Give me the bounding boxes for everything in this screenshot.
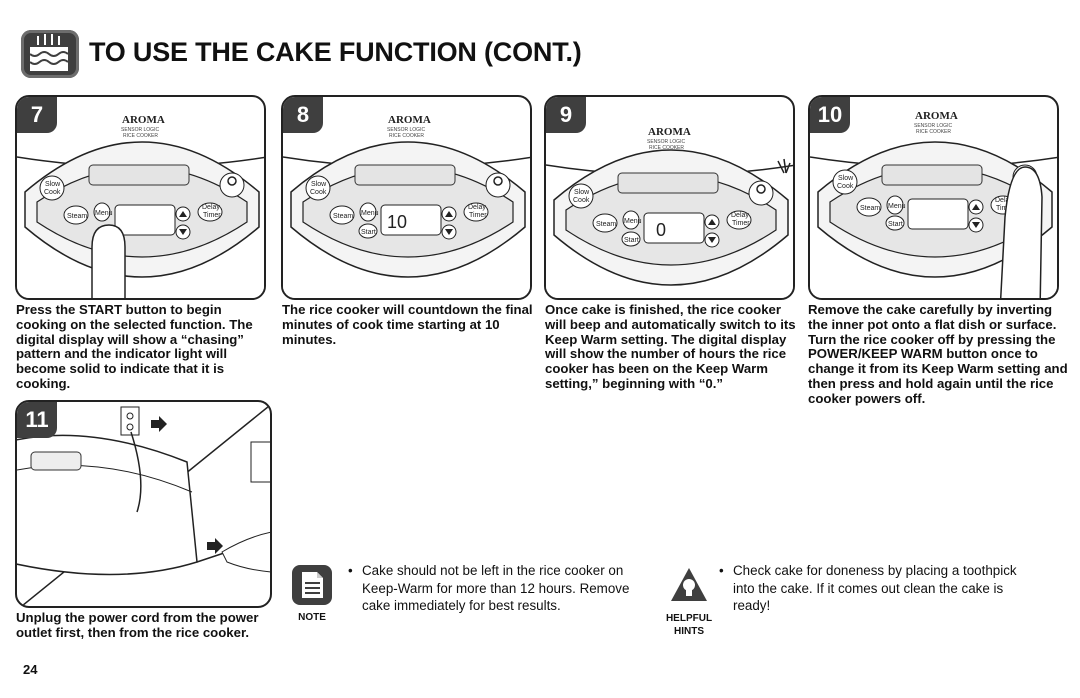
step-number: 7 [17, 97, 57, 133]
svg-text:Delay: Delay [731, 212, 749, 219]
note-caption: NOTE [298, 612, 326, 623]
svg-text:Slow: Slow [311, 181, 327, 188]
svg-text:Slow: Slow [838, 175, 854, 182]
hand-icon [221, 531, 270, 573]
svg-text:Steam: Steam [596, 221, 616, 228]
note-icon [292, 565, 332, 605]
svg-text:Delay: Delay [995, 197, 1013, 204]
step-7-text: Press the START button to begin cooking … [16, 302, 253, 391]
svg-text:Timer: Timer [203, 212, 221, 219]
svg-text:Steam: Steam [333, 213, 353, 220]
slow-cook-label: Slow [45, 181, 61, 188]
svg-text:AROMA: AROMA [388, 114, 431, 126]
arrow-right-icon [151, 416, 167, 432]
hints-text: •Check cake for doneness by placing a to… [719, 563, 1017, 613]
wall-outlet-icon [250, 441, 270, 483]
wall-outlet-icon [120, 406, 140, 436]
step-number: 10 [810, 97, 850, 133]
svg-text:Timer: Timer [996, 205, 1014, 212]
step-10-illustration: Slow Cook Steam Menu Start Delay Timer A… [808, 95, 1059, 300]
svg-text:AROMA: AROMA [915, 110, 958, 122]
svg-text:RICE COOKER: RICE COOKER [649, 145, 684, 151]
svg-text:RICE COOKER: RICE COOKER [123, 133, 158, 139]
svg-text:Slow: Slow [574, 189, 590, 196]
svg-text:Timer: Timer [732, 220, 750, 227]
menu-label: Menu [95, 210, 113, 217]
svg-text:Start: Start [624, 237, 639, 244]
step-9-illustration: Slow Cook Steam Menu Start 0 Delay Timer… [544, 95, 795, 300]
page-title: TO USE THE CAKE FUNCTION (CONT.) [89, 37, 582, 67]
step-11-illustration: 11 [15, 400, 272, 608]
svg-text:Cook: Cook [310, 189, 327, 196]
cake-icon [21, 30, 79, 78]
digital-display: 10 [387, 212, 407, 232]
step-number: 11 [17, 402, 57, 438]
svg-text:Steam: Steam [860, 205, 880, 212]
svg-text:Cook: Cook [837, 183, 854, 190]
svg-text:Menu: Menu [888, 203, 906, 210]
lightbulb-icon [669, 565, 709, 605]
svg-text:AROMA: AROMA [648, 126, 691, 138]
svg-text:SENSOR LOGIC: SENSOR LOGIC [387, 127, 425, 133]
svg-text:RICE COOKER: RICE COOKER [916, 129, 951, 135]
finger-pressing-icon [91, 224, 126, 298]
note-text: •Cake should not be left in the rice coo… [348, 563, 630, 613]
svg-text:0: 0 [656, 220, 666, 240]
svg-text:SENSOR LOGIC: SENSOR LOGIC [647, 139, 685, 145]
step-10-text: Remove the cake carefully by inverting t… [808, 302, 1068, 406]
step-8-text: The rice cooker will countdown the final… [282, 302, 533, 347]
step-7-illustration: Slow Cook Steam Menu Delay Timer AROMA S… [15, 95, 266, 300]
svg-text:Timer: Timer [469, 212, 487, 219]
brand-logo: AROMA [122, 114, 165, 126]
svg-text:Cook: Cook [44, 189, 61, 196]
step-number: 9 [546, 97, 586, 133]
step-11-text: Unplug the power cord from the power out… [16, 610, 259, 640]
svg-text:Start: Start [361, 229, 376, 236]
svg-text:Start: Start [888, 221, 903, 228]
step-8-illustration: Slow Cook Steam Menu Start 10 Delay Time… [281, 95, 532, 300]
steam-label: Steam [67, 213, 87, 220]
delay-timer-label: Delay [202, 204, 220, 211]
step-number: 8 [283, 97, 323, 133]
svg-text:Menu: Menu [361, 210, 379, 217]
svg-text:Cook: Cook [573, 197, 590, 204]
step-9-text: Once cake is finished, the rice cooker w… [545, 302, 796, 391]
svg-text:RICE COOKER: RICE COOKER [389, 133, 424, 139]
svg-text:SENSOR LOGIC: SENSOR LOGIC [121, 127, 159, 133]
arrow-right-icon [207, 538, 223, 554]
svg-text:SENSOR LOGIC: SENSOR LOGIC [914, 123, 952, 129]
svg-text:Delay: Delay [468, 204, 486, 211]
page-number: 24 [23, 662, 38, 677]
svg-text:Menu: Menu [624, 218, 642, 225]
beep-icon [777, 158, 791, 174]
finger-pressing-icon [999, 166, 1043, 298]
